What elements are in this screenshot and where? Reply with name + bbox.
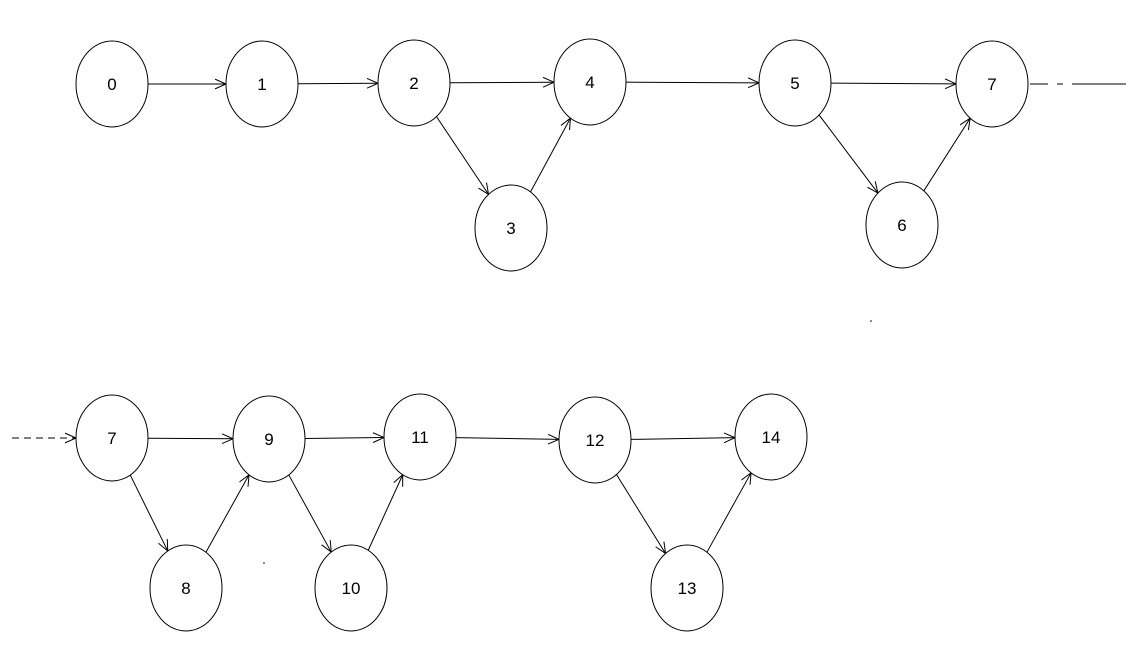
node-label: 10 — [342, 579, 361, 598]
node-label: 5 — [790, 74, 799, 93]
node-11: 11 — [383, 393, 457, 481]
node-circle — [558, 396, 632, 484]
edge-arrow — [818, 114, 879, 195]
node-circle — [650, 544, 724, 632]
edge-line — [205, 474, 250, 553]
node-circle — [383, 393, 457, 481]
edge-line — [818, 114, 879, 194]
node-label: 0 — [107, 75, 116, 94]
edge-arrow — [147, 433, 235, 445]
node-label: 1 — [257, 75, 266, 94]
edge-arrow — [830, 78, 958, 90]
edge-line — [923, 117, 971, 192]
edge-line — [367, 474, 404, 551]
node-circle — [955, 40, 1029, 128]
edge-arrow — [625, 77, 761, 89]
node-circle — [75, 394, 149, 482]
node-label: 14 — [762, 428, 781, 447]
node-circle — [225, 40, 299, 128]
node-10: 10 — [314, 544, 388, 632]
node-circle — [314, 544, 388, 632]
node-0: 0 — [75, 40, 149, 128]
edge-arrow — [923, 117, 971, 192]
edge-line — [706, 472, 752, 553]
edge-arrow — [630, 432, 737, 444]
edge-line — [147, 437, 234, 440]
edge-arrow — [304, 432, 386, 443]
node-7: 7 — [955, 40, 1029, 128]
node-7: 7 — [75, 394, 149, 482]
edge-arrow — [148, 78, 228, 90]
edge-arrow — [530, 117, 572, 193]
edge-line — [630, 437, 736, 440]
node-label: 3 — [506, 219, 515, 238]
node-circle — [232, 395, 306, 483]
node-circle — [474, 184, 548, 272]
edge-line — [530, 117, 571, 193]
node-circle — [377, 39, 451, 127]
edge-line — [436, 116, 489, 195]
node-circle — [553, 38, 627, 126]
edge-arrow — [455, 433, 561, 445]
edge-arrow — [367, 473, 404, 551]
node-14: 14 — [734, 393, 808, 481]
stray-dot — [263, 562, 265, 564]
edge-line — [455, 437, 560, 440]
node-3: 3 — [474, 184, 548, 272]
edge-arrow — [129, 474, 169, 553]
node-circle — [865, 181, 939, 269]
node-label: 2 — [409, 74, 418, 93]
node-1: 1 — [225, 40, 299, 128]
edge-line — [830, 82, 957, 85]
edge-arrow — [205, 473, 250, 553]
node-label: 8 — [181, 579, 190, 598]
edge-arrow — [449, 76, 556, 88]
node-label: 4 — [585, 73, 594, 92]
node-2: 2 — [377, 39, 451, 127]
continuation-in-arrow — [12, 432, 78, 444]
edge-arrow — [616, 474, 667, 555]
edge-line — [129, 474, 169, 552]
node-label: 7 — [987, 75, 996, 94]
edge-line — [297, 82, 379, 85]
edge-line — [625, 81, 760, 84]
node-5: 5 — [758, 39, 832, 127]
edge-line — [449, 81, 555, 84]
node-6: 6 — [865, 181, 939, 269]
node-circle — [149, 544, 223, 632]
node-circle — [758, 39, 832, 127]
edge-line — [304, 436, 385, 440]
node-label: 11 — [411, 428, 429, 447]
edge-arrow — [297, 77, 380, 89]
edges-layer — [12, 76, 1126, 555]
node-label: 13 — [678, 579, 697, 598]
edge-arrow — [288, 474, 332, 554]
edge-line — [288, 474, 332, 553]
node-9: 9 — [232, 395, 306, 483]
node-circle — [734, 393, 808, 481]
edge-arrow — [436, 116, 490, 196]
node-8: 8 — [149, 544, 223, 632]
node-circle — [75, 40, 149, 128]
node-label: 7 — [107, 429, 116, 448]
edge-line — [616, 474, 666, 554]
node-4: 4 — [553, 38, 627, 126]
node-label: 12 — [586, 431, 605, 450]
node-13: 13 — [650, 544, 724, 632]
node-12: 12 — [558, 396, 632, 484]
edge-arrow — [706, 471, 752, 553]
node-label: 6 — [897, 216, 906, 235]
node-label: 9 — [264, 430, 273, 449]
stray-dot — [870, 320, 872, 322]
